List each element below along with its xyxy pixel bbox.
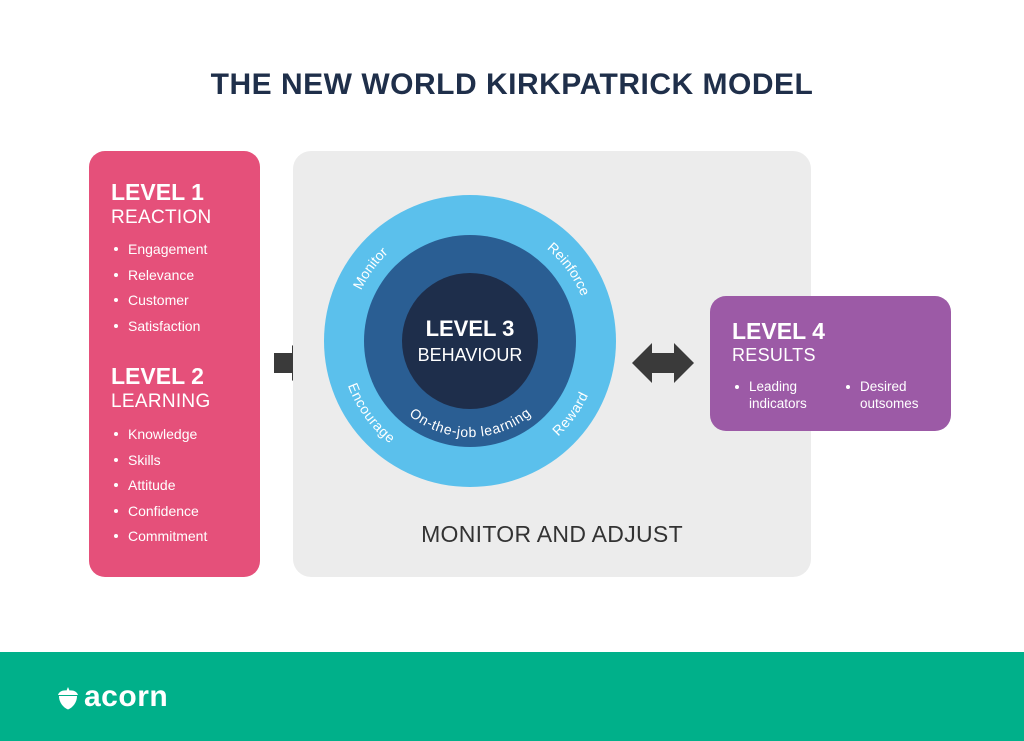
level-2-subtitle: LEARNING <box>111 391 211 412</box>
level-4-title: LEVEL 4 <box>732 318 825 344</box>
level-3-title: LEVEL 3 <box>426 316 515 341</box>
list-item: Customer <box>113 290 207 316</box>
level-3-subtitle: BEHAVIOUR <box>418 345 523 365</box>
list-item: Relevance <box>113 265 207 291</box>
behaviour-circles: Monitor Reinforce Encourage Reward On-th… <box>324 195 616 487</box>
list-item: Leading indicators <box>734 378 849 412</box>
brand-logo-text: acorn <box>84 680 169 713</box>
level-4-card: LEVEL 4 RESULTS Leading indicators Desir… <box>710 296 951 431</box>
level-2-title: LEVEL 2 <box>111 363 204 389</box>
list-item: Skills <box>113 450 207 476</box>
level-1-2-card: LEVEL 1 REACTION Engagement Relevance Cu… <box>89 151 260 577</box>
level-1-subtitle: REACTION <box>111 207 212 228</box>
list-item: Satisfaction <box>113 316 207 342</box>
list-item: Attitude <box>113 475 207 501</box>
list-item: Confidence <box>113 501 207 527</box>
list-item: Desired outsomes <box>845 378 940 412</box>
list-item: Knowledge <box>113 424 207 450</box>
acorn-icon <box>58 687 78 710</box>
core-circle <box>402 273 538 409</box>
list-item: Engagement <box>113 239 207 265</box>
level-1-title: LEVEL 1 <box>111 179 204 205</box>
level-1-list: Engagement Relevance Customer Satisfacti… <box>113 239 207 341</box>
footer-bar: acorn <box>0 652 1024 741</box>
level-2-list: Knowledge Skills Attitude Confidence Com… <box>113 424 207 552</box>
list-item: Commitment <box>113 526 207 552</box>
arrow-left-right-icon <box>632 343 694 383</box>
page-title: THE NEW WORLD KIRKPATRICK MODEL <box>210 68 814 101</box>
level-4-subtitle: RESULTS <box>732 345 816 365</box>
monitor-adjust-label: MONITOR AND ADJUST <box>421 521 683 547</box>
